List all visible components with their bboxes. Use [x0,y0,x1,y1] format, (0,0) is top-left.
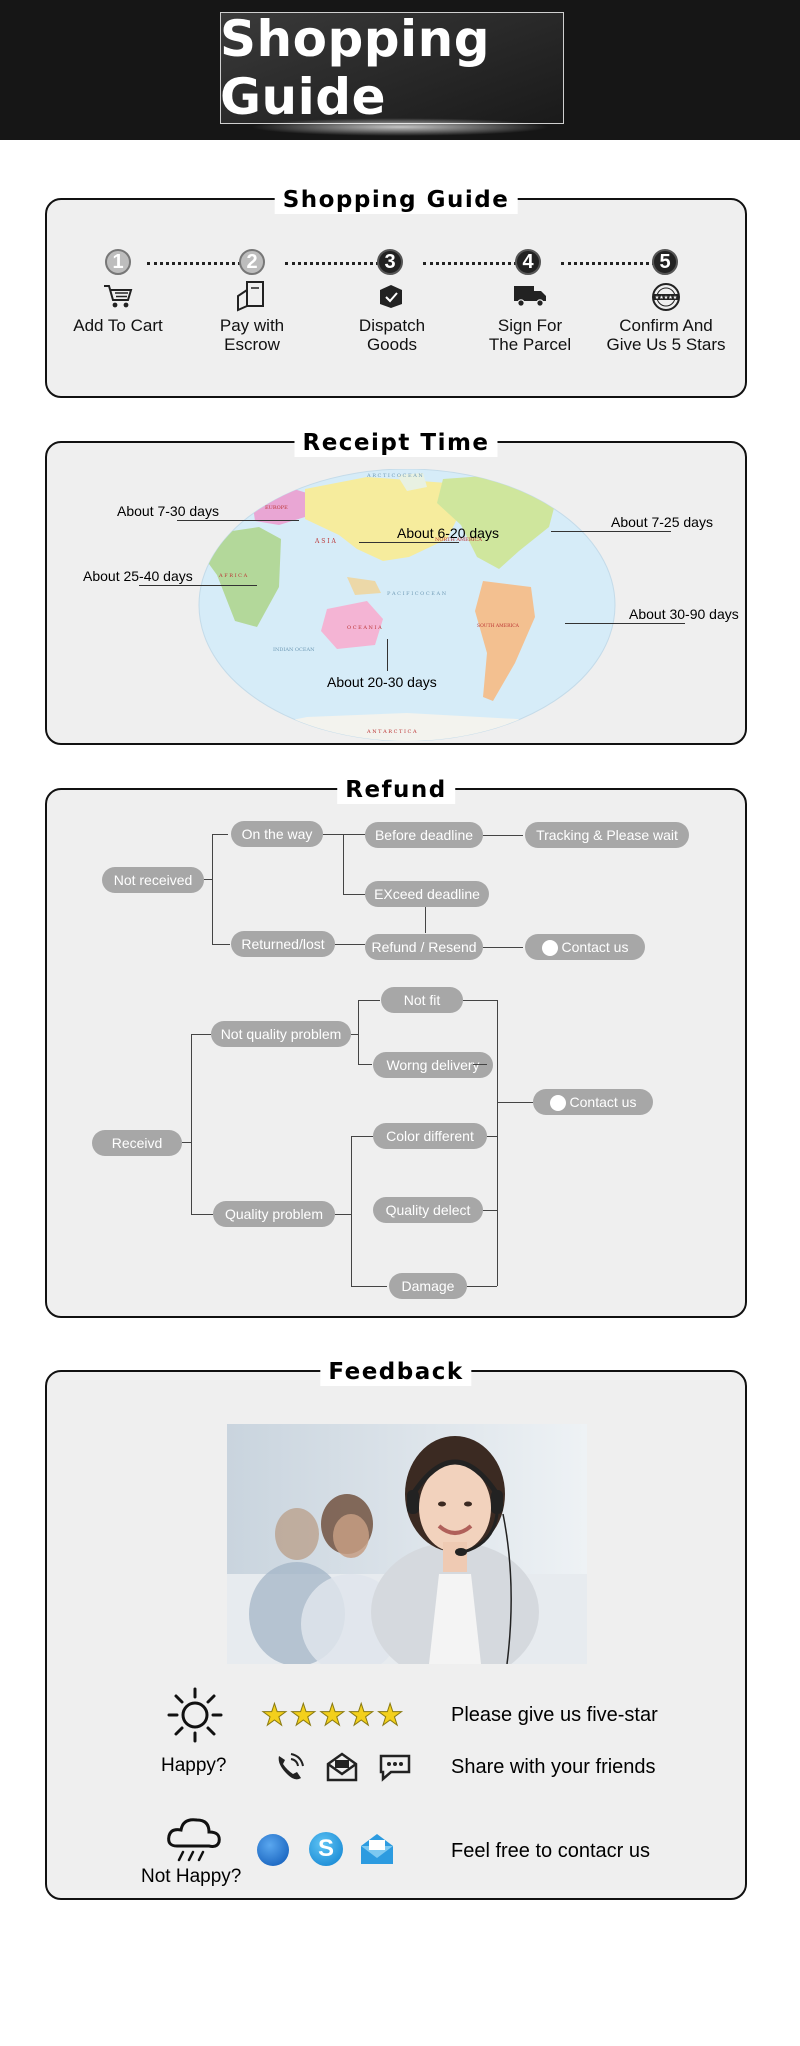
step-label-4: Sign For The Parcel [488,316,572,354]
wrong-delivery-pill: Worng delivery [373,1052,493,1078]
svg-text:EUROPE: EUROPE [265,505,288,511]
phone-icon[interactable] [273,1750,307,1784]
svg-text:O C E A N I A: O C E A N I A [347,625,382,631]
banner-glow [250,118,550,136]
africa-pointer [139,585,257,586]
skype-icon[interactable]: S [309,1832,343,1866]
banner-title: Shopping Guide [220,10,491,126]
svg-text:P A C I F I C O C E A N: P A C I F I C O C E A N [387,591,447,597]
south-america-pointer [565,623,685,624]
star-icon: ★ [347,1699,377,1733]
sun-icon [167,1687,223,1743]
truck-icon [514,286,546,307]
star-icon: ★ [318,1699,348,1733]
contact-text: Feel free to contacr us [451,1840,650,1862]
rain-cloud-icon [167,1818,221,1862]
star-icon: ★ [289,1699,319,1733]
svg-text:★★★★★: ★★★★★ [655,295,678,301]
step-number-1: 1 [105,249,131,275]
chat-bubble-icon [549,1095,566,1112]
before-deadline-pill: Before deadline [365,822,483,848]
step-label-5: Confirm And Give Us 5 Stars [606,316,726,354]
step-number-3: 3 [377,249,403,275]
returned-lost-pill: Returned/lost [231,931,335,957]
share-text: Share with your friends [451,1756,656,1778]
color-different-pill: Color different [373,1123,487,1149]
step-number-5: 5 [652,249,678,275]
feedback-title: Feedback [320,1358,472,1386]
damage-pill: Damage [389,1273,467,1299]
step-connector [285,262,385,267]
svg-text:SOUTH AMERICA: SOUTH AMERICA [477,623,520,629]
star-icon: ★ [376,1699,406,1733]
email-icon[interactable] [359,1832,395,1866]
step-label-3: Dispatch Goods [358,316,426,354]
mail-icon[interactable] [325,1750,359,1784]
five-star-rating[interactable]: ★★★★★ [261,1698,406,1733]
refund-panel: Refund Not received On the way Before de… [45,776,747,1318]
refund-resend-pill: Refund / Resend [365,934,483,960]
tracking-pill: Tracking & Please wait [525,822,689,848]
svg-text:A F R I C A: A F R I C A [218,573,248,579]
asia-days-label: About 6-20 days [397,525,499,541]
step-label-1: Add To Cart [73,316,163,335]
receipt-time-title: Receipt Time [294,429,498,457]
five-star-badge-icon: ★★★★★ [652,283,680,311]
cart-icon [104,285,133,308]
oceania-days-label: About 20-30 days [327,674,437,690]
svg-text:A N T A R C T I C A: A N T A R C T I C A [366,729,417,735]
svg-text:INDIAN OCEAN: INDIAN OCEAN [273,647,315,653]
north-america-pointer [551,531,671,532]
payment-icon [237,281,264,312]
quality-defect-pill: Quality delect [373,1197,483,1223]
not-happy-label: Not Happy? [141,1866,242,1887]
world-map: A R C T I C O C E A N EUROPE A S I A A F… [198,469,616,741]
svg-text:NORTH AMERICA: NORTH AMERICA [435,537,482,543]
chat-icon[interactable] [377,1752,413,1782]
contact-us-button[interactable]: Contact us [525,934,645,960]
star-icon: ★ [261,1699,290,1733]
europe-pointer [177,520,299,521]
step-number-2: 2 [239,249,265,275]
step-label-2: Pay with Escrow [219,316,285,354]
feedback-panel: Feedback [45,1358,747,1900]
messenger-icon[interactable] [257,1834,289,1866]
five-star-text: Please give us five-star [451,1704,658,1726]
shopping-guide-panel: Shopping Guide 1 Add To Cart 2 Pay with … [45,186,747,398]
banner-title-box [220,12,564,124]
not-quality-problem-pill: Not quality problem [211,1021,351,1047]
south-america-days-label: About 30-90 days [629,606,739,622]
asia-pointer [359,542,459,543]
chat-bubble-icon [541,940,558,957]
receipt-time-panel: Receipt Time A R C T I C O C E A N [45,429,747,745]
received-pill: Receivd [92,1130,182,1156]
step-number-4: 4 [515,249,541,275]
step-connector [147,262,247,267]
step-connector [561,262,661,267]
support-agent-photo [227,1424,587,1664]
quality-problem-pill: Quality problem [213,1201,335,1227]
europe-days-label: About 7-30 days [117,503,219,519]
contact-us-button-2[interactable]: Contact us [533,1089,653,1115]
on-the-way-pill: On the way [231,821,323,847]
svg-text:A S I A: A S I A [314,538,337,545]
oceania-pointer [387,639,388,671]
not-fit-pill: Not fit [381,987,463,1013]
happy-label: Happy? [161,1755,227,1776]
exceed-deadline-pill: EXceed deadline [365,881,489,907]
not-received-pill: Not received [102,867,204,893]
step-connector [423,262,523,267]
package-icon [380,285,402,308]
shopping-guide-title: Shopping Guide [274,186,518,214]
svg-text:A R C T I C O C E A N: A R C T I C O C E A N [366,473,423,479]
africa-days-label: About 25-40 days [83,568,193,584]
refund-title: Refund [337,776,455,804]
north-america-days-label: About 7-25 days [611,514,713,530]
